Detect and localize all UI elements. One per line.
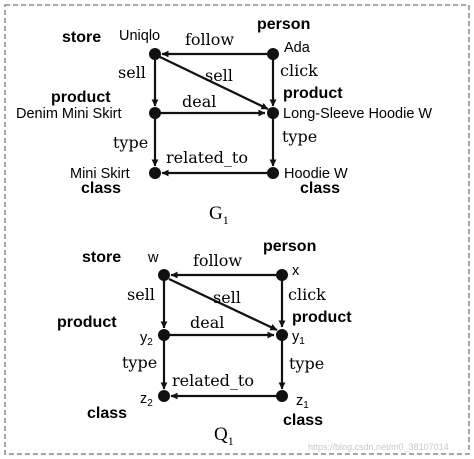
q1-edge-label-sell-diagonal: sell [213,288,241,307]
q1-var-store: w [147,250,159,266]
g1-edge-label-type-left: type [113,133,148,152]
g1-type-class-left: class [81,180,121,197]
q1-edge-label-related-to: related_to [172,371,254,390]
q1-edge-label-type-left: type [122,353,157,372]
g1-name-product-right: Long-Sleeve Hoodie W [283,106,432,122]
q1-node-product-left [158,329,170,341]
q1-caption: Q1 [214,424,234,448]
g1-edge-sell-diagonal [159,56,269,110]
q1-node-class-left [158,390,170,402]
g1-edge-label-click: click [280,61,318,80]
g1-node-person [267,48,279,60]
g1-name-store: Uniqlo [119,28,160,44]
q1-type-store: store [82,249,121,266]
g1-name-class-left: Mini Skirt [70,166,130,182]
q1-var-product-left: y2 [140,330,153,348]
q1-type-class-left: class [87,405,127,422]
g1-type-product-left: product [51,89,111,106]
q1-type-product-right: product [292,309,352,326]
g1-name-person: Ada [284,40,311,56]
g1-type-store: store [62,29,101,46]
g1-edge-label-sell-left: sell [118,63,146,82]
g1-name-product-left: Denim Mini Skirt [16,106,122,122]
q1-var-product-right: y1 [292,329,305,347]
q1-edge-label-click: click [288,285,326,304]
watermark: https://blog.csdn.net/m0_38107014 [308,442,449,452]
q1-node-class-right [276,390,288,402]
q1-node-person [276,269,288,281]
g1-node-class-right [267,167,279,179]
q1-type-person: person [263,238,316,255]
q1-node-product-right [276,329,288,341]
g1-type-person: person [257,16,310,33]
q1-edge-label-type-right: type [289,354,324,373]
q1-node-store [158,269,170,281]
q1-var-class-left: z2 [140,391,153,409]
g1-edge-label-type-right: type [282,127,317,146]
g1-node-class-left [149,167,161,179]
g1-name-class-right: Hoodie W [284,166,348,182]
g1-edge-label-sell-diagonal: sell [205,66,233,85]
q1-type-class-right: class [283,412,323,429]
q1-type-product-left: product [57,314,117,331]
g1-caption: G1 [209,203,229,227]
g1-node-product-left [149,107,161,119]
q1-edge-label-sell-left: sell [127,285,155,304]
q1-var-person: x [292,263,300,279]
q1-edge-label-follow: follow [193,251,242,270]
g1-edge-label-related-to: related_to [166,148,248,167]
g1-node-product-right [267,107,279,119]
q1-var-class-right: z1 [296,393,309,411]
g1-type-class-right: class [300,180,340,197]
figure-frame [4,4,470,455]
g1-edge-label-deal: deal [182,92,216,111]
g1-node-store [149,48,161,60]
g1-type-product-right: product [283,85,343,102]
q1-edge-label-deal: deal [190,313,224,332]
q1-edge-sell-diagonal [168,278,278,331]
graph-q1: follow sell sell click deal type type re… [57,238,352,448]
g1-edge-label-follow: follow [185,30,234,49]
graph-g1: follow sell sell click deal type type re… [16,16,432,227]
